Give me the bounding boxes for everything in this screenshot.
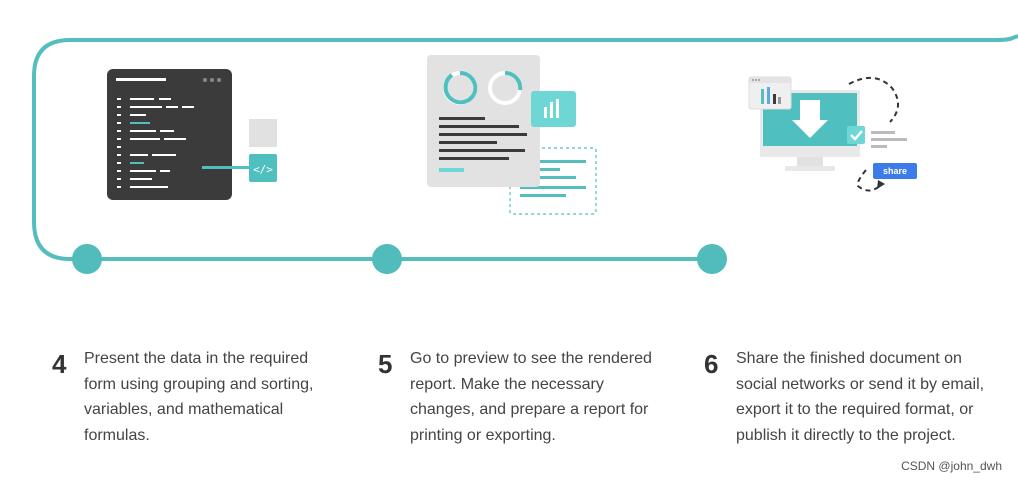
step-number: 5 <box>378 349 393 379</box>
share-button-label: share <box>883 166 907 176</box>
step-description: Go to preview to see the rendered report… <box>410 350 652 444</box>
step-4: 4 Present the data in the required form … <box>52 346 334 448</box>
step-6: 6 Share the finished document on social … <box>704 346 986 448</box>
monitor-share-icon <box>748 76 907 192</box>
step-5: 5 Go to preview to see the rendered repo… <box>378 346 665 448</box>
timeline-node-5 <box>372 244 402 274</box>
timeline-line <box>32 34 1018 261</box>
timeline-node-6 <box>697 244 727 274</box>
step-description: Present the data in the required form us… <box>84 350 314 444</box>
code-editor-icon: </> <box>107 69 277 200</box>
step-description: Share the finished document on social ne… <box>736 350 985 444</box>
report-preview-icon <box>427 55 597 215</box>
watermark: CSDN @john_dwh <box>901 459 1002 473</box>
share-button[interactable]: share <box>873 163 917 179</box>
step-number: 4 <box>52 349 67 379</box>
svg-text:</>: </> <box>253 163 273 176</box>
timeline-node-4 <box>72 244 102 274</box>
step-number: 6 <box>704 349 719 379</box>
